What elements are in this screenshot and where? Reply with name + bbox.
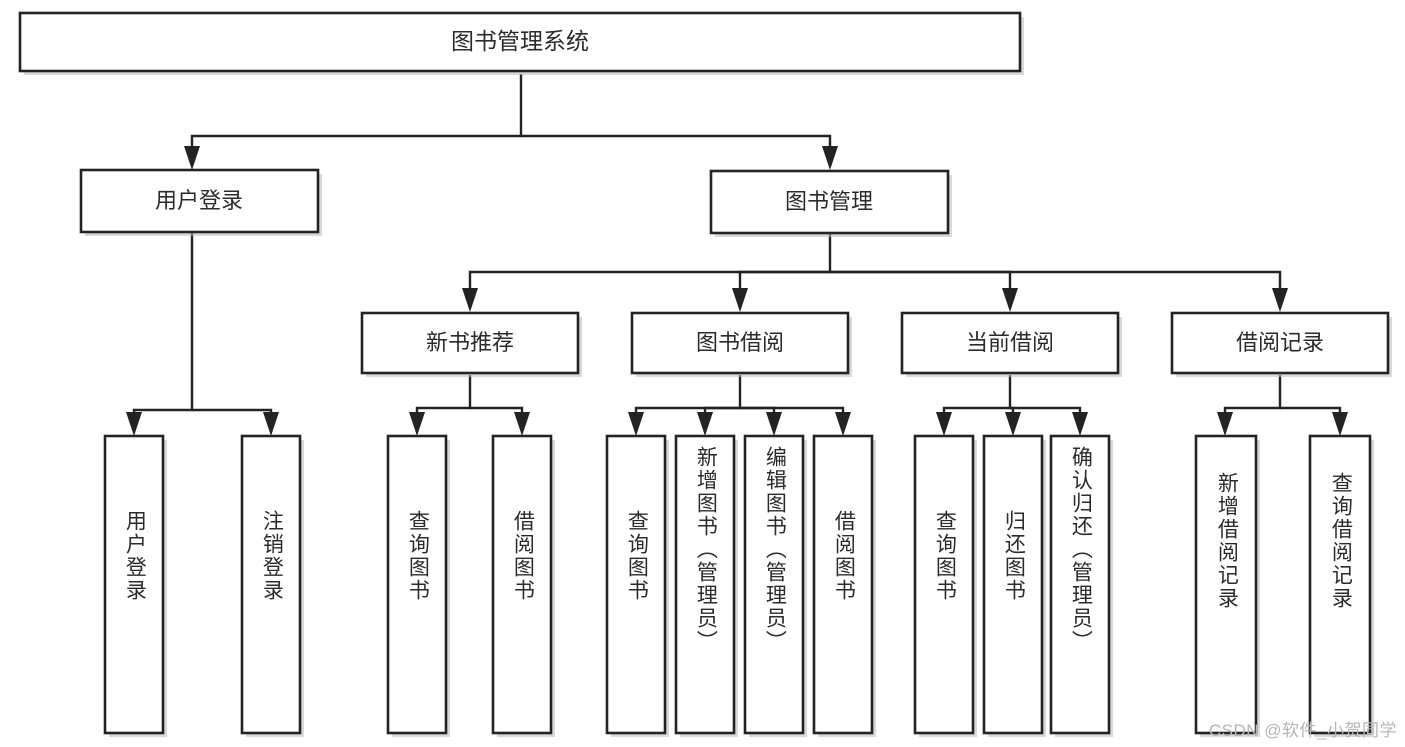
connector-book-manage-to-current-borrow bbox=[830, 270, 1012, 294]
node-leaf-confirm-return[interactable] bbox=[1049, 434, 1113, 737]
node-leaf-query-book-2[interactable] bbox=[605, 434, 669, 737]
connector-current-borrow-to-leaf-3 bbox=[1010, 406, 1082, 420]
connector-book-manage-to-book-borrow bbox=[738, 270, 830, 294]
node-layer: 图书管理系统 用户登录 图书管理 新书推荐 bbox=[18, 11, 1392, 737]
leaf-borrow-book-1-box bbox=[491, 434, 553, 735]
node-new-book-recommend[interactable]: 新书推荐 bbox=[360, 311, 582, 377]
connector-user-login-to-leaf-2 bbox=[192, 408, 273, 420]
borrow-record-box bbox=[1170, 311, 1390, 375]
leaf-query-book-3-box bbox=[913, 434, 975, 735]
csdn-watermark: CSDN @软件_小贺同学 bbox=[1208, 721, 1397, 740]
new-book-recommend-label: 新书推荐 bbox=[426, 330, 514, 355]
node-leaf-query-record[interactable] bbox=[1308, 434, 1374, 737]
leaf-user-login-box bbox=[103, 434, 165, 735]
new-book-recommend-box bbox=[360, 311, 580, 375]
arrowhead-leaf-user-login bbox=[126, 412, 142, 436]
book-manage-box bbox=[709, 169, 950, 235]
arrowhead-leaf-add-record bbox=[1217, 412, 1233, 436]
node-root[interactable]: 图书管理系统 bbox=[18, 11, 1024, 75]
book-manage-label: 图书管理 bbox=[785, 189, 873, 214]
current-borrow-box bbox=[900, 311, 1120, 375]
book-borrow-label: 图书借阅 bbox=[696, 330, 784, 355]
node-book-borrow[interactable]: 图书借阅 bbox=[630, 311, 852, 377]
leaf-user-logout-box bbox=[240, 434, 302, 735]
root-label: 图书管理系统 bbox=[451, 28, 589, 54]
leaf-query-record-box bbox=[1308, 434, 1372, 735]
leaf-add-book-box bbox=[674, 434, 736, 735]
arrowhead-leaf-add-book bbox=[697, 412, 713, 436]
connector-root-to-user-login bbox=[190, 74, 523, 152]
node-leaf-add-record[interactable] bbox=[1194, 434, 1260, 737]
node-leaf-user-login[interactable] bbox=[103, 434, 167, 737]
current-borrow-label: 当前借阅 bbox=[966, 330, 1054, 355]
connector-new-book-to-leaf-1 bbox=[415, 375, 472, 420]
user-login-box bbox=[79, 168, 320, 234]
arrowhead-book-manage bbox=[822, 146, 838, 170]
arrowhead-leaf-query-book-3 bbox=[936, 412, 952, 436]
connector-user-login-to-leaf-1 bbox=[132, 233, 194, 420]
connector-new-book-to-leaf-2 bbox=[470, 406, 524, 420]
connector-book-manage-to-new-book bbox=[468, 233, 832, 294]
arrowhead-leaf-query-book-2 bbox=[628, 412, 644, 436]
arrowhead-leaf-query-book-1 bbox=[409, 412, 425, 436]
user-login-label: 用户登录 bbox=[155, 188, 243, 213]
connector-book-borrow-to-leaf-4 bbox=[740, 406, 845, 420]
arrowhead-leaf-return-book bbox=[1005, 412, 1021, 436]
leaf-confirm-return-box bbox=[1049, 434, 1111, 735]
node-leaf-query-book-1[interactable] bbox=[386, 434, 450, 737]
arrowhead-book-borrow bbox=[732, 288, 748, 312]
node-borrow-record[interactable]: 借阅记录 bbox=[1170, 311, 1392, 377]
node-leaf-borrow-book-2[interactable] bbox=[812, 434, 876, 737]
arrowhead-leaf-borrow-book-2 bbox=[835, 412, 851, 436]
leaf-borrow-book-2-box bbox=[812, 434, 874, 735]
connector-borrow-record-to-leaf-2 bbox=[1280, 406, 1342, 420]
arrowhead-leaf-borrow-book-1 bbox=[514, 412, 530, 436]
arrowhead-user-login bbox=[184, 146, 200, 170]
book-borrow-box bbox=[630, 311, 850, 375]
connector-root-to-book-manage bbox=[521, 134, 832, 152]
arrowhead-new-book-recommend bbox=[462, 288, 478, 312]
node-leaf-add-book[interactable] bbox=[674, 434, 738, 737]
node-leaf-user-logout[interactable] bbox=[240, 434, 304, 737]
arrowhead-current-borrow bbox=[1002, 288, 1018, 312]
node-leaf-edit-book[interactable] bbox=[743, 434, 807, 737]
borrow-record-label: 借阅记录 bbox=[1236, 330, 1324, 355]
arrowhead-leaf-edit-book bbox=[766, 412, 782, 436]
connector-book-manage-to-borrow-record bbox=[830, 270, 1282, 294]
leaf-query-book-1-box bbox=[386, 434, 448, 735]
node-leaf-return-book[interactable] bbox=[982, 434, 1046, 737]
arrowhead-borrow-record bbox=[1272, 288, 1288, 312]
node-current-borrow[interactable]: 当前借阅 bbox=[900, 311, 1122, 377]
node-book-manage[interactable]: 图书管理 bbox=[709, 169, 952, 237]
leaf-return-book-box bbox=[982, 434, 1044, 735]
node-user-login[interactable]: 用户登录 bbox=[79, 168, 322, 236]
root-box bbox=[18, 11, 1022, 73]
arrowhead-layer bbox=[126, 146, 1348, 436]
arrowhead-leaf-confirm-return bbox=[1072, 412, 1088, 436]
leaf-add-record-box bbox=[1194, 434, 1258, 735]
connector-book-borrow-to-leaf-1 bbox=[634, 375, 742, 420]
node-leaf-borrow-book-1[interactable] bbox=[491, 434, 555, 737]
connector-current-borrow-to-leaf-1 bbox=[942, 375, 1012, 420]
node-leaf-query-book-3[interactable] bbox=[913, 434, 977, 737]
connector-borrow-record-to-leaf-1 bbox=[1223, 375, 1282, 420]
leaf-edit-book-box bbox=[743, 434, 805, 735]
arrowhead-leaf-query-record bbox=[1332, 412, 1348, 436]
arrowhead-leaf-user-logout bbox=[263, 412, 279, 436]
leaf-query-book-2-box bbox=[605, 434, 667, 735]
